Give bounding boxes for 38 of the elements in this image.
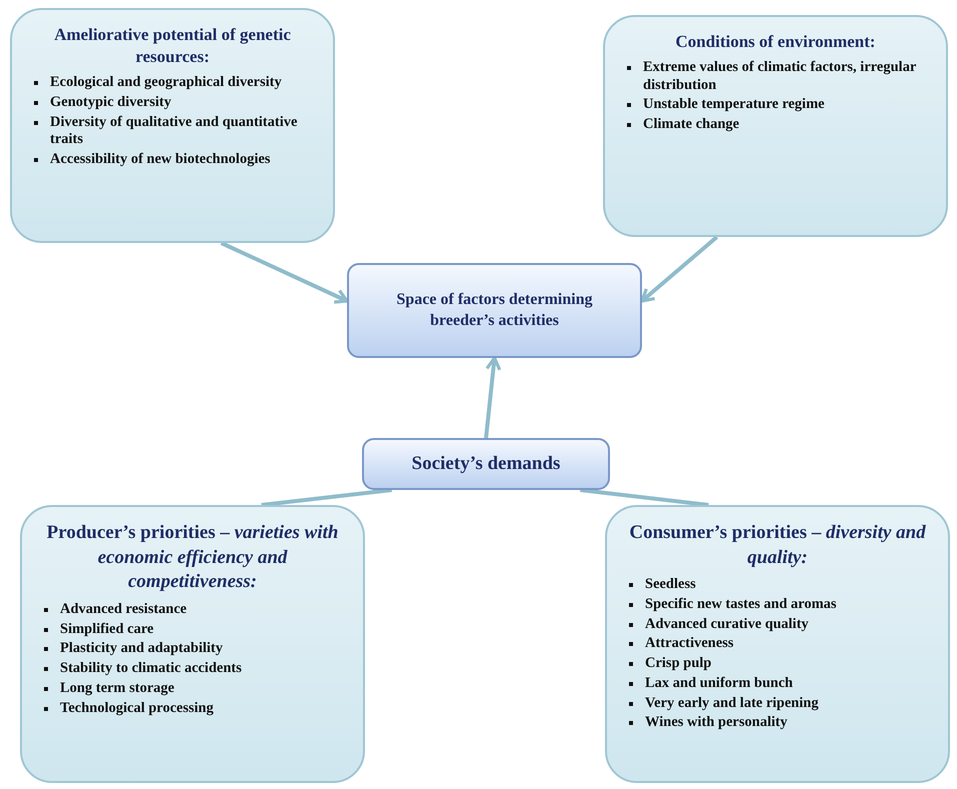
- info-panel: [10, 8, 335, 243]
- bullet-item: Simplified care: [40, 620, 345, 638]
- arrow: [640, 235, 718, 303]
- info-panel: [603, 15, 948, 237]
- bullet-item: Very early and late ripening: [625, 694, 930, 712]
- bullet-item: Accessibility of new biotechnologies: [30, 150, 315, 169]
- bullet-item: Crisp pulp: [625, 655, 930, 673]
- panel-heading: Consumer’s priorities – diversity and quality:: [628, 521, 927, 570]
- process-box: [347, 263, 642, 358]
- bullet-item: Attractiveness: [625, 635, 930, 654]
- bullet-item: Seedless: [625, 576, 930, 594]
- arrow: [484, 356, 502, 438]
- bullet-item: Technological processing: [40, 700, 345, 718]
- bullet-item: Long term storage: [40, 680, 345, 698]
- bullet-item: Wines with personality: [625, 714, 930, 732]
- bullet-item: Plasticity and adaptability: [40, 640, 345, 658]
- bullet-item: Advanced resistance: [40, 601, 345, 619]
- info-panel: [20, 505, 365, 783]
- box-label: Society’s demands: [412, 452, 560, 476]
- panel-heading: Ameliorative potential of genetic resources:: [53, 24, 292, 68]
- bullet-item: Ecological and geographical diversity: [30, 74, 315, 92]
- arrow: [220, 241, 349, 304]
- info-panel: [605, 505, 950, 783]
- box-label: Space of factors determining breeder’s activities: [396, 290, 594, 330]
- bullet-item: Climate change: [623, 116, 928, 134]
- bullet-item: Unstable temperature regime: [623, 96, 928, 114]
- bullet-item: Extreme values of climatic factors, irregular distribution: [623, 59, 928, 94]
- bullet-item: Specific new tastes and aromas: [625, 596, 930, 614]
- panel-heading: Conditions of environment:: [674, 31, 876, 53]
- bullet-item: Stability to climatic accidents: [40, 660, 345, 678]
- connector-line: [261, 488, 392, 507]
- bullet-item: Genotypic diversity: [30, 94, 315, 112]
- bullet-item: Diversity of qualitative and quantitative traits: [30, 114, 315, 149]
- bullet-item: Lax and uniform bunch: [625, 674, 930, 692]
- bullet-item: Advanced curative quality: [625, 616, 930, 634]
- panel-heading: Producer’s priorities – varieties with economic efficiency and competitiveness:: [46, 521, 340, 594]
- connector-line: [580, 488, 709, 507]
- process-box: [362, 438, 610, 490]
